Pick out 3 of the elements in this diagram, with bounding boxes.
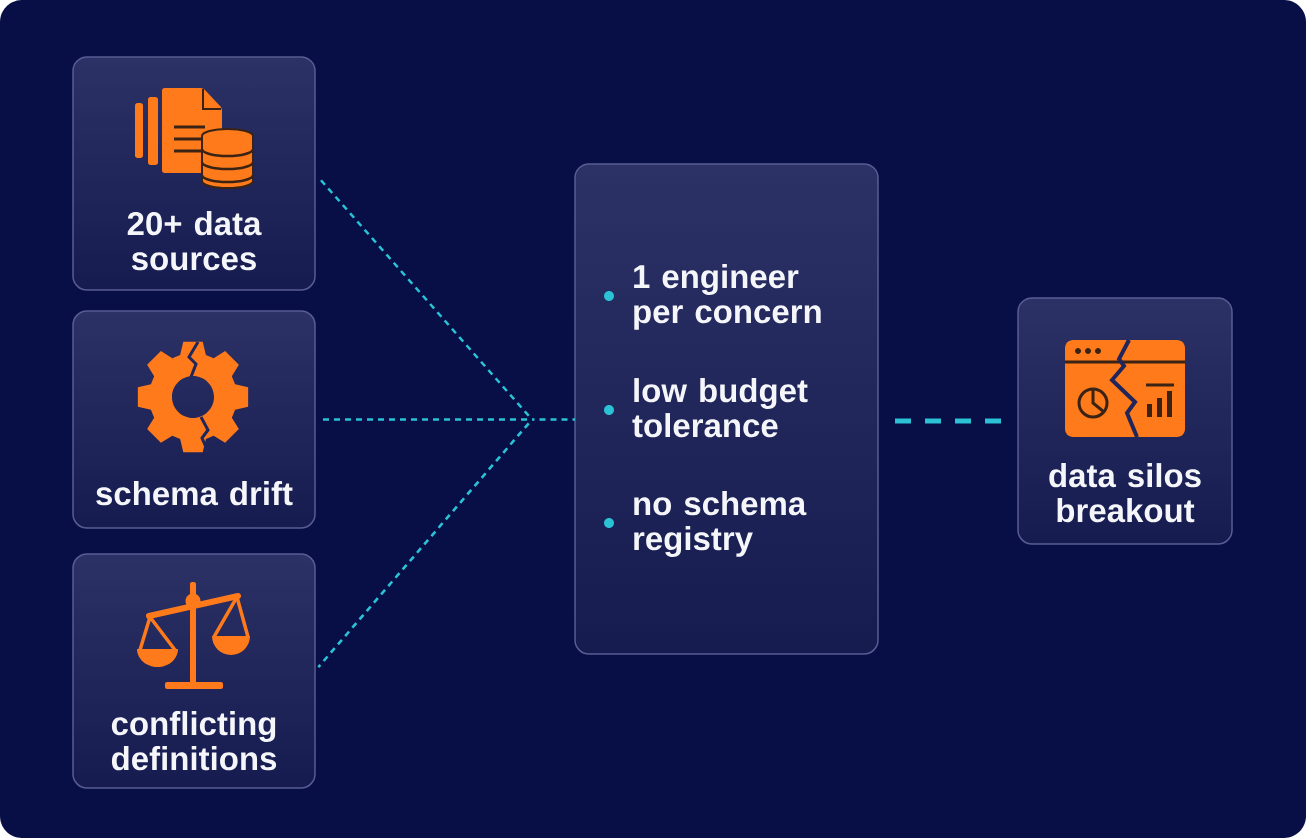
connector-line	[895, 418, 1001, 424]
list-card: 1 engineer per concern low budget tolerance no schema registry	[574, 163, 879, 655]
info-card: conflicting definitions	[72, 553, 316, 789]
